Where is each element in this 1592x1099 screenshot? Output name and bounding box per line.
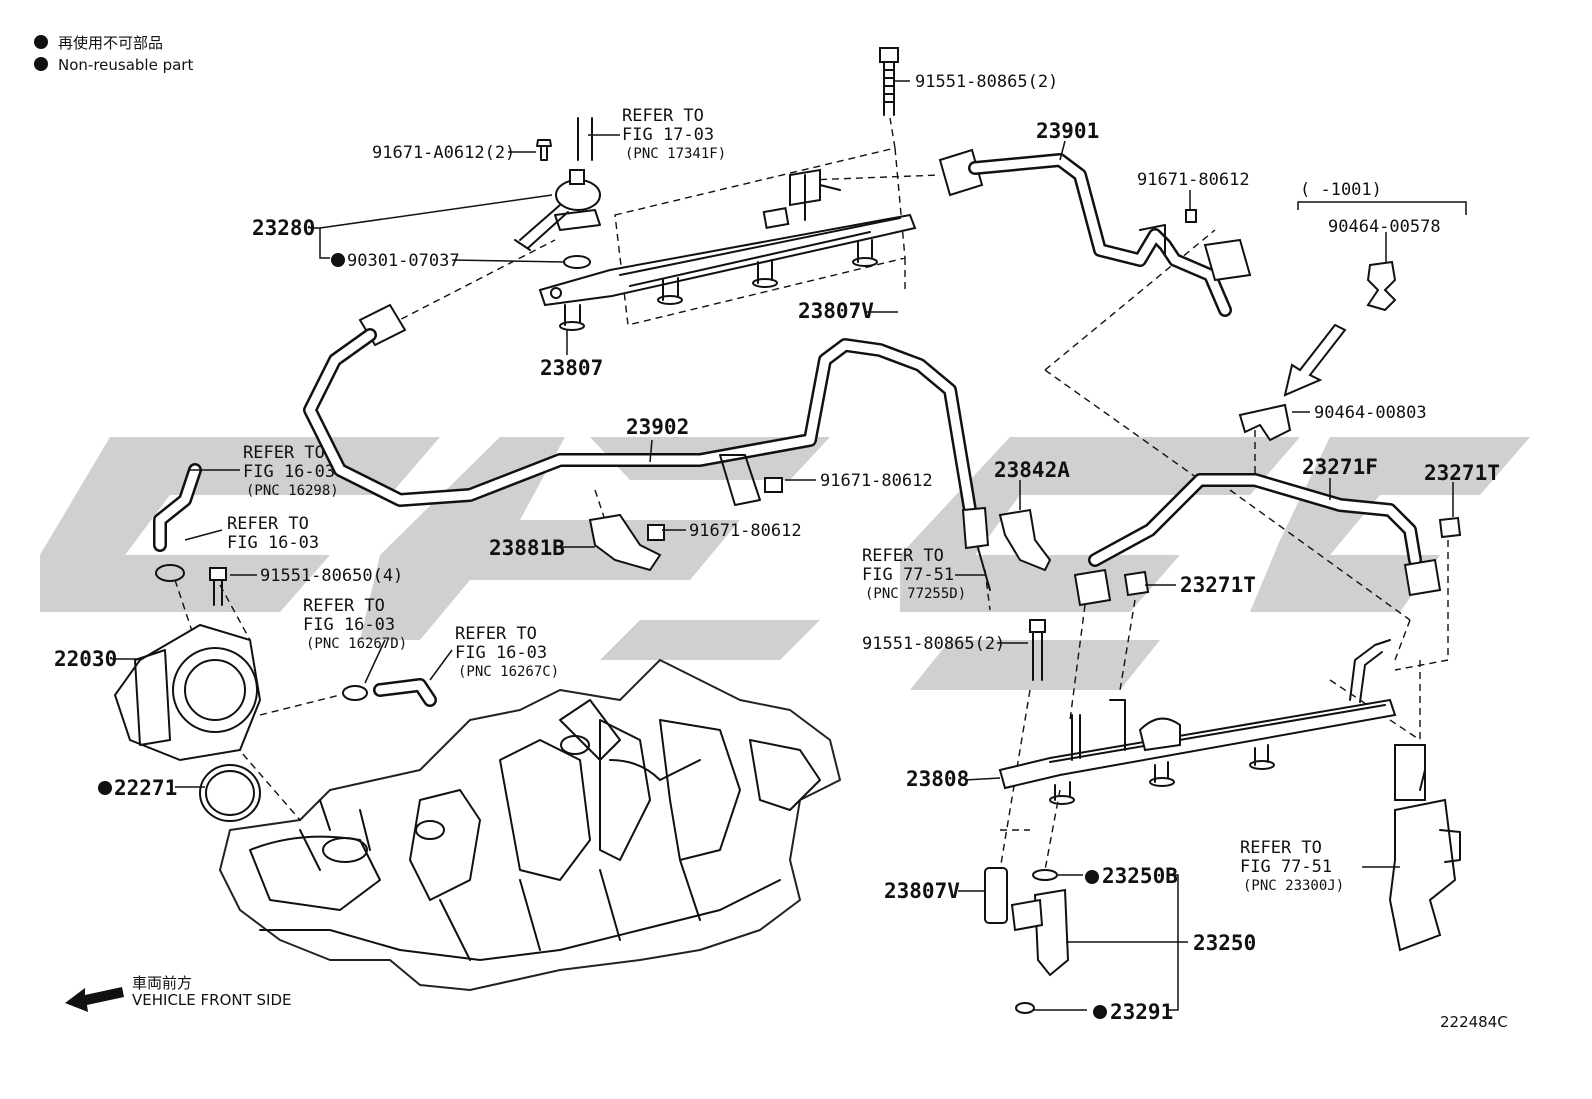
ref-16-03-c-line1: REFER TO (303, 596, 385, 616)
label-23807v-top: 23807V (798, 299, 874, 323)
non-reusable-bullet-icon (34, 35, 48, 49)
hose-23902 (303, 303, 991, 591)
non-reusable-bullet-icon (34, 57, 48, 71)
ref-16-03-c-line2: FIG 16-03 (303, 615, 395, 635)
label-22030: 22030 (54, 647, 117, 671)
non-reusable-bullet-icon (331, 253, 345, 267)
ref-16-03-b-line1: REFER TO (227, 514, 309, 534)
label-23250b: 23250B (1102, 864, 1178, 888)
ref-16-03-a-line1: REFER TO (243, 443, 325, 463)
label-23271t-right: 23271T (1424, 461, 1500, 485)
ref-16-03-d-line1: REFER TO (455, 624, 537, 644)
label-90301-07037: 90301-07037 (347, 251, 460, 271)
hose-23901 (938, 148, 1252, 317)
upper-fuel-rail (538, 168, 917, 331)
legend-jp: 再使用不可部品 (58, 34, 163, 52)
direction-indicator: 車両前方 VEHICLE FRONT SIDE (65, 974, 292, 1012)
label-23881b: 23881B (489, 536, 565, 560)
front-arrow-icon (65, 987, 124, 1012)
label-91551-80650: 91551-80650(4) (260, 566, 403, 586)
label-90464-00578: 90464-00578 (1328, 217, 1441, 237)
ref-77-51-a-line2: FIG 77-51 (862, 565, 954, 585)
label-23901: 23901 (1036, 119, 1099, 143)
label-23271t-mid: 23271T (1180, 573, 1256, 597)
label-23902: 23902 (626, 415, 689, 439)
ref-16-03-b-line2: FIG 16-03 (227, 533, 319, 553)
label-23807v-low: 23807V (884, 879, 960, 903)
figure-code: 222484C (1440, 1013, 1508, 1031)
hose-23271f (1073, 473, 1462, 607)
clip-23842a (998, 508, 1052, 572)
label-range: ( -1001) (1300, 180, 1382, 200)
label-91551-80865-low: 91551-80865(2) (862, 634, 1005, 654)
label-91671-80612-top: 91671-80612 (1137, 170, 1250, 190)
non-reusable-bullet-icon (98, 781, 112, 795)
ref-77-51-a-line1: REFER TO (862, 546, 944, 566)
reference-labels: REFER TO FIG 17-03 (PNC 17341F) REFER TO… (227, 106, 1344, 894)
ref-77-51-b-line3: (PNC 23300J) (1243, 878, 1344, 894)
leader-lines (112, 80, 1454, 1011)
label-23808: 23808 (906, 767, 969, 791)
label-23250: 23250 (1193, 931, 1256, 955)
non-reusable-bullet-icon (1093, 1005, 1107, 1019)
ref-77-51-b-line2: FIG 77-51 (1240, 857, 1332, 877)
intake-manifold (219, 659, 841, 991)
label-91551-80865-top: 91551-80865(2) (915, 72, 1058, 92)
ref-17-03-line2: FIG 17-03 (622, 125, 714, 145)
ref-77-51-b-line1: REFER TO (1240, 838, 1322, 858)
direction-jp: 車両前方 (132, 974, 192, 992)
throttle-body (113, 463, 262, 822)
label-91671-a0612: 91671-A0612(2) (372, 143, 515, 163)
ref-16-03-a-line3: (PNC 16298) (246, 483, 339, 499)
fuel-pump (1388, 744, 1461, 952)
ref-16-03-c-line3: (PNC 16267D) (306, 636, 407, 652)
ref-16-03-d-line3: (PNC 16267C) (458, 664, 559, 680)
ref-16-03-d-line2: FIG 16-03 (455, 643, 547, 663)
bracket-23881b (588, 477, 783, 572)
pressure-damper (514, 117, 601, 269)
direction-en: VEHICLE FRONT SIDE (132, 991, 292, 1009)
label-23280: 23280 (252, 216, 315, 240)
ref-17-03-line1: REFER TO (622, 106, 704, 126)
legend: 再使用不可部品 Non-reusable part (34, 34, 193, 74)
label-23271f: 23271F (1302, 455, 1378, 479)
ref-17-03-line3: (PNC 17341F) (625, 146, 726, 162)
legend-en: Non-reusable part (58, 56, 193, 74)
part-labels: 91551-80865(2) 91671-A0612(2) 23280 9030… (54, 72, 1500, 1024)
lower-fuel-rail (998, 619, 1397, 805)
pcv-hose (342, 678, 437, 707)
non-reusable-bullet-icon (1085, 870, 1099, 884)
label-90464-00803: 90464-00803 (1314, 403, 1427, 423)
label-23807: 23807 (540, 356, 603, 380)
non-reusable-markers (98, 253, 1107, 1019)
injector-group (984, 867, 1070, 1014)
clip-90464 (1238, 201, 1467, 442)
label-91671-80612-mid: 91671-80612 (820, 471, 933, 491)
bolt-top (879, 47, 899, 116)
label-23842a: 23842A (994, 458, 1070, 482)
label-91671-80612-low: 91671-80612 (689, 521, 802, 541)
label-22271: 22271 (114, 776, 177, 800)
label-23291: 23291 (1110, 1000, 1173, 1024)
ref-77-51-a-line3: (PNC 77255D) (865, 586, 966, 602)
ref-16-03-a-line2: FIG 16-03 (243, 462, 335, 482)
